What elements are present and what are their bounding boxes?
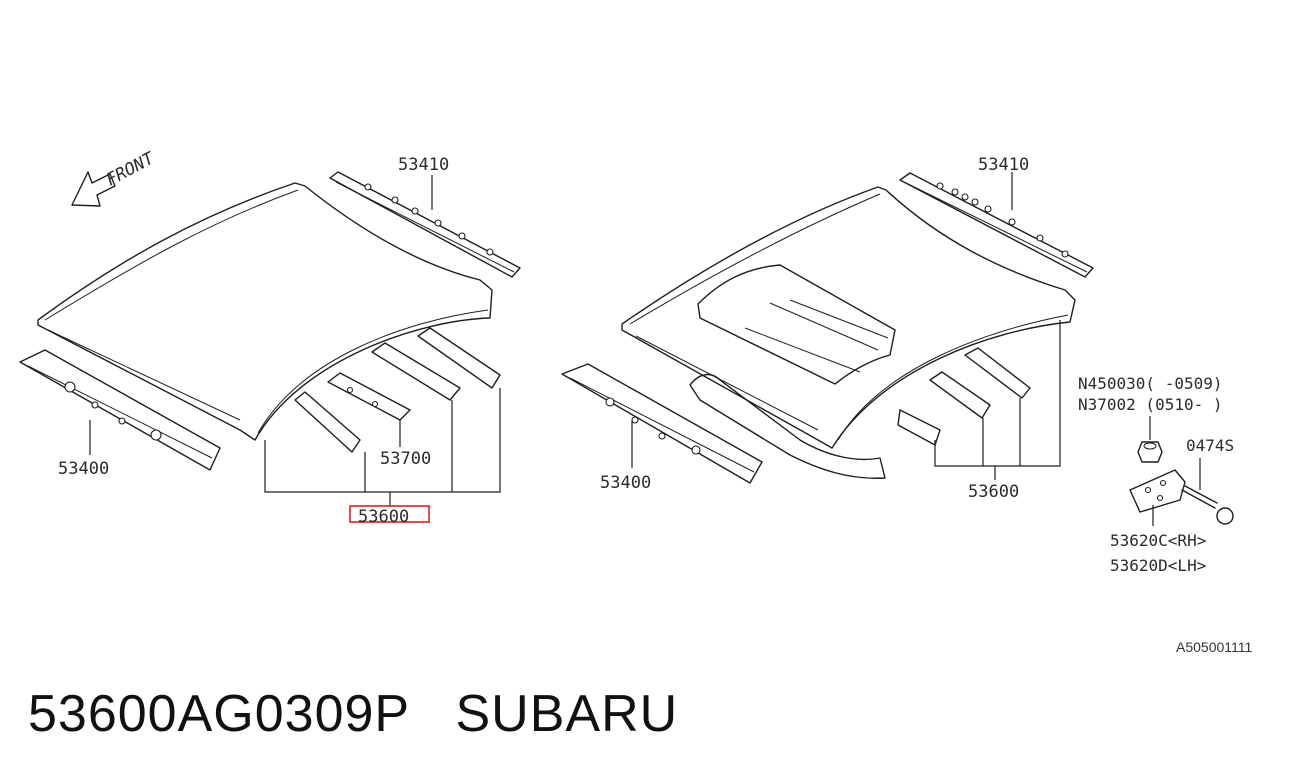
label-nut-n450030: N450030( -0509) (1078, 374, 1223, 393)
brand-name: SUBARU (455, 685, 679, 743)
left-rear-rail (329, 171, 521, 278)
right-front-rail (561, 363, 763, 484)
label-bracket-rh: 53620C<RH> (1110, 531, 1206, 550)
front-label: FRONT (103, 148, 159, 191)
bracket-icon (1129, 469, 1186, 513)
right-label-53600: 53600 (968, 482, 1019, 502)
label-bolt-0474s: 0474S (1186, 436, 1234, 455)
part-caption: 53600AG0309P SUBARU (28, 684, 678, 744)
part-number: 53600AG0309P (28, 685, 410, 743)
right-leaders (631, 172, 1061, 480)
left-label-53400: 53400 (58, 459, 109, 479)
right-rear-rail (899, 172, 1094, 278)
left-label-53700: 53700 (380, 449, 431, 469)
right-roof-panel (621, 186, 1076, 449)
label-nut-n37002: N37002 (0510- ) (1078, 395, 1223, 414)
front-arrow-icon (71, 171, 116, 207)
nut-icon (1137, 441, 1163, 463)
left-label-53600: 53600 (358, 507, 409, 527)
left-label-53410: 53410 (398, 155, 449, 175)
left-roof-panel (37, 182, 493, 441)
label-bracket-lh: 53620D<LH> (1110, 556, 1206, 575)
right-lower-frame (689, 347, 1031, 479)
diagram-id: A505001111 (1176, 639, 1253, 655)
left-leaders (89, 175, 501, 506)
bolt-icon (1181, 485, 1234, 525)
right-label-53400: 53400 (600, 473, 651, 493)
highlight-box (349, 505, 430, 523)
left-roof-bows (294, 327, 501, 453)
left-front-rail (19, 349, 221, 471)
right-label-53410: 53410 (978, 155, 1029, 175)
